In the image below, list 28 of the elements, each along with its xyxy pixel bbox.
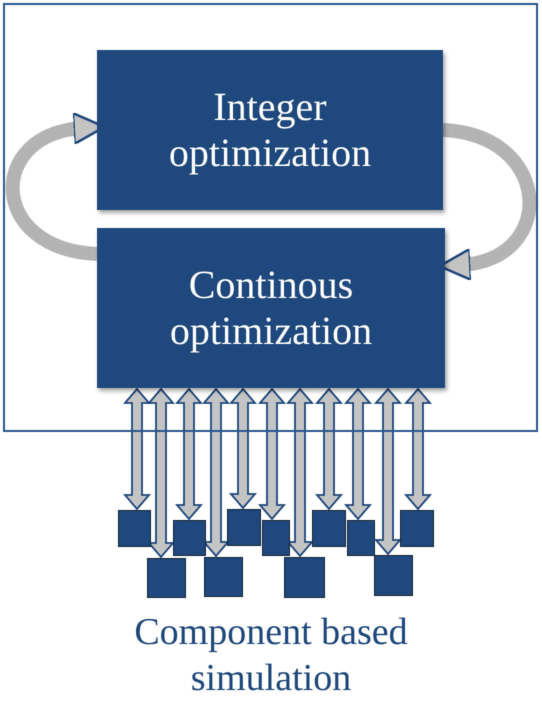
double-arrow xyxy=(286,388,314,558)
double-arrow xyxy=(258,388,286,520)
frame-box xyxy=(3,3,538,432)
caption-text: Component based simulation xyxy=(133,610,409,701)
component-square xyxy=(147,558,186,598)
double-arrow xyxy=(202,388,230,558)
component-square xyxy=(204,557,243,597)
component-square xyxy=(173,520,206,556)
double-arrow xyxy=(147,388,175,558)
component-square xyxy=(118,510,151,547)
component-square xyxy=(400,510,434,547)
double-arrow xyxy=(315,388,343,510)
component-square xyxy=(284,557,325,598)
double-arrow xyxy=(404,388,432,510)
double-arrow xyxy=(123,388,151,510)
component-square xyxy=(312,510,346,547)
process-box xyxy=(97,50,443,210)
process-box xyxy=(97,228,445,388)
box-label: Continous optimization xyxy=(168,262,374,354)
component-square xyxy=(227,509,261,546)
box-label: Integer optimization xyxy=(168,84,372,176)
component-square xyxy=(374,555,413,596)
component-square xyxy=(347,520,375,556)
double-arrow xyxy=(374,388,402,556)
double-arrow xyxy=(344,388,372,520)
double-arrow xyxy=(229,388,257,510)
component-square xyxy=(262,520,290,556)
double-arrow xyxy=(175,388,203,520)
